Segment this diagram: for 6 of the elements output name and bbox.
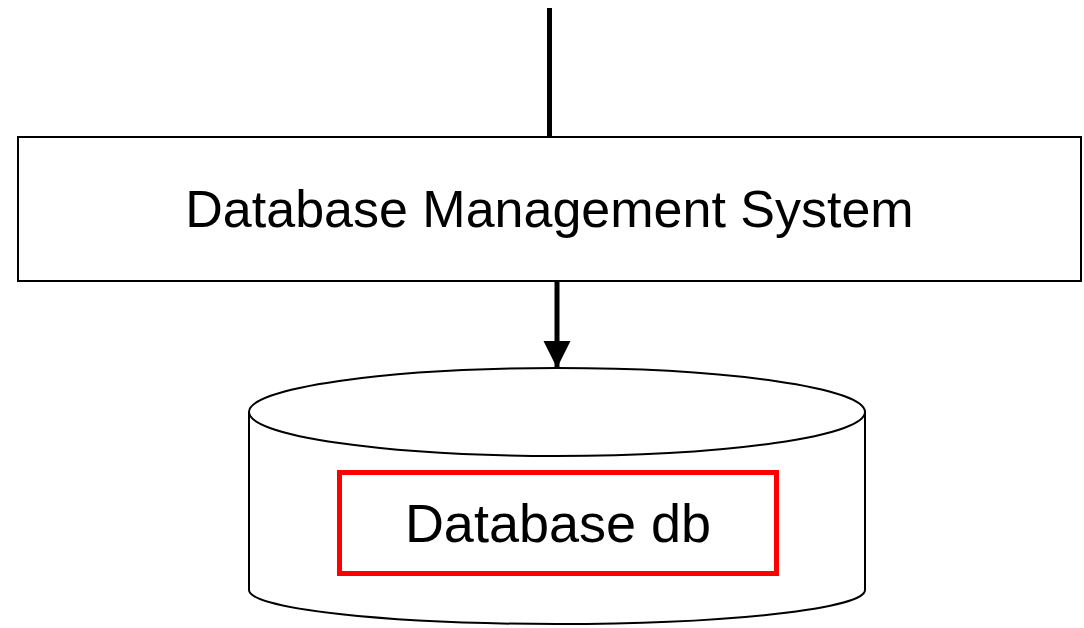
highlighted-label-box [337,470,779,576]
node-label: Database db [404,492,712,554]
arrow [543,282,571,368]
node-label: Database Management System [185,179,914,239]
connector-line [547,8,552,136]
process-box [17,136,1082,282]
